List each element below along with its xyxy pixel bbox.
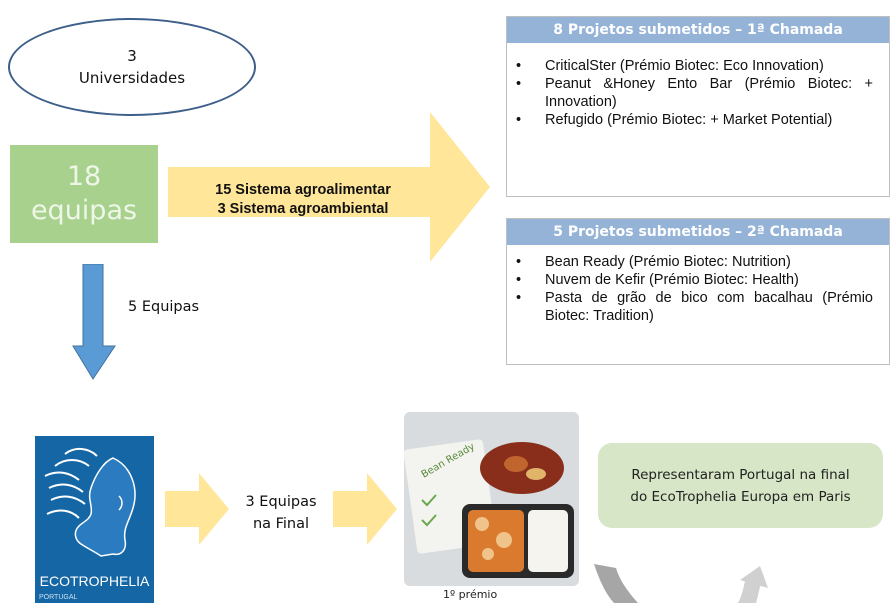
call1-item: Refugido (Prémio Biotec: + Market Potent… (507, 111, 889, 129)
photo-caption: 1º prémio (443, 588, 498, 601)
call1-title: 8 Projetos submetidos – 1ª Chamada (507, 17, 889, 43)
call1-panel: 8 Projetos submetidos – 1ª Chamada Criti… (506, 16, 890, 197)
call2-item: Pasta de grão de bico com bacalhau (Prém… (507, 289, 889, 325)
big-right-arrow (168, 112, 490, 262)
ecotrophelia-logo: ECOTROPHELIA PORTUGAL (35, 436, 154, 603)
cycle-arrows (594, 564, 768, 603)
teams-count: 18 (66, 161, 102, 192)
universities-label: Universidades (78, 69, 186, 87)
call2-item: Nuvem de Kefir (Prémio Biotec: Health) (507, 271, 889, 289)
call2-title: 5 Projetos submetidos – 2ª Chamada (507, 219, 889, 245)
call1-item: CriticalSter (Prémio Biotec: Eco Innovat… (507, 57, 889, 75)
product-photo: Bean Ready (404, 412, 579, 586)
right-arrow-1 (165, 473, 229, 545)
meal-tray-image: Bean Ready (404, 412, 579, 586)
universities-ellipse: 3 Universidades (8, 18, 256, 116)
agro-line-2: 3 Sistema agroambiental (217, 201, 389, 217)
down-arrow (72, 264, 116, 380)
call1-list: CriticalSter (Prémio Biotec: Eco Innovat… (507, 43, 889, 129)
final-teams-label: 3 Equipas na Final (240, 491, 322, 535)
final-line-1: 3 Equipas (245, 494, 317, 510)
agro-systems-text: 15 Sistema agroalimentar 3 Sistema agroa… (178, 181, 428, 219)
teams-box: 18 equipas (10, 145, 158, 243)
result-box: Representaram Portugal na final do EcoTr… (598, 443, 883, 528)
result-line-2: do EcoTrophelia Europa em Paris (630, 488, 851, 505)
result-line-1: Representaram Portugal na final (631, 466, 850, 483)
call2-item: Bean Ready (Prémio Biotec: Nutrition) (507, 253, 889, 271)
agro-line-1: 15 Sistema agroalimentar (215, 182, 391, 198)
final-line-2: na Final (252, 516, 310, 532)
call2-panel: 5 Projetos submetidos – 2ª Chamada Bean … (506, 218, 890, 365)
laurel-head-icon (44, 448, 136, 557)
teams-label: equipas (30, 195, 138, 226)
five-teams-label: 5 Equipas (128, 299, 200, 315)
universities-count: 3 (127, 47, 137, 65)
call1-item: Peanut &Honey Ento Bar (Prémio Biotec: +… (507, 75, 889, 111)
logo-sub: PORTUGAL (39, 594, 78, 601)
logo-name: ECOTROPHELIA (39, 573, 150, 589)
call2-list: Bean Ready (Prémio Biotec: Nutrition) Nu… (507, 245, 889, 325)
right-arrow-2 (333, 473, 397, 545)
